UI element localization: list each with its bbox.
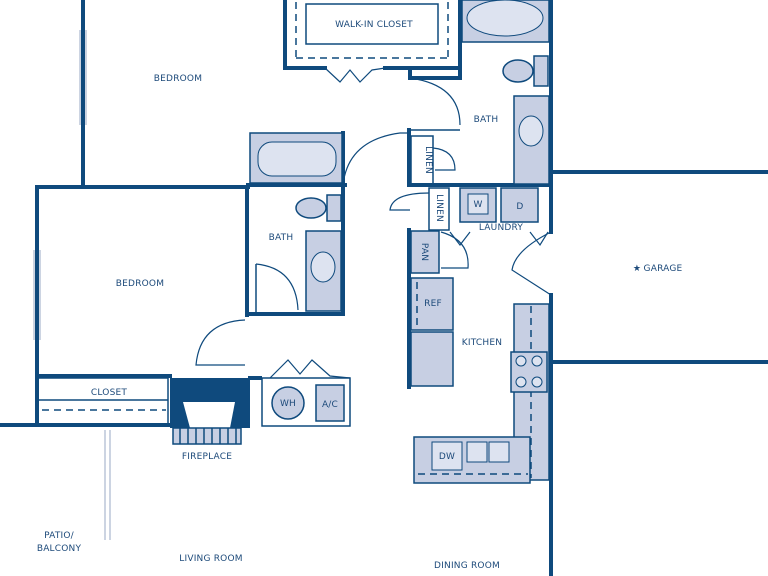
patio-label-line2: BALCONY [37,544,82,554]
fireplace-label: FIREPLACE [182,452,232,462]
ac-label: A/C [322,400,338,410]
middle-toilet-tank [326,194,342,222]
garage: ★ GARAGE [633,264,683,274]
top-bath-label: BATH [474,115,499,125]
water-heater-label: WH [280,399,296,409]
dryer-label: D [516,202,523,212]
toilet [502,59,534,83]
laundry: W D LAUNDRY [449,187,549,247]
pantry: PAN [410,230,469,274]
sink [518,115,544,147]
utility-closet: WH A/C [261,359,351,427]
kitchen-label: KITCHEN [462,338,502,348]
patio-label-line1: PATIO/ [44,531,75,541]
water-heater [271,386,305,420]
middle-bath: BATH [249,132,410,315]
sink-left [466,441,488,463]
walk-in-closet: WALK-IN CLOSET [295,2,449,83]
fireplace: FIREPLACE [170,378,250,462]
ac-unit [315,384,345,422]
sink-right [488,441,510,463]
toilet-tank [533,55,549,87]
bedroom-top-label: BEDROOM [154,74,202,84]
bedroom-door-swing [195,319,246,366]
linen-closets: LINEN LINEN [389,135,456,231]
washer-label: W [473,200,482,210]
windows [33,30,111,540]
pantry-cabinet [410,331,454,387]
middle-bath-label: BATH [269,233,294,243]
garage-star-icon: ★ [633,264,641,274]
kitchen: REF DW KITCHEN [410,231,552,484]
garage-label: GARAGE [644,264,683,274]
linen-1-label: LINEN [423,146,433,174]
dishwasher [431,441,463,471]
refrigerator-label: REF [424,299,442,309]
pantry-shelf [410,230,440,274]
tub-basin [257,141,337,177]
closet: CLOSET [37,377,169,425]
fireplace-opening [183,402,235,428]
refrigerator [410,277,454,331]
linen-2-label: LINEN [434,194,444,222]
dining-room-label: DINING ROOM [434,561,500,571]
hearth [172,427,242,445]
middle-toilet [295,197,327,219]
dryer [500,187,539,223]
top-bath: BATH [409,0,550,185]
dishwasher-label: DW [439,452,455,462]
bedroom-left-label: BEDROOM [116,279,164,289]
laundry-label: LAUNDRY [479,223,524,233]
middle-sink [310,251,336,283]
walk-in-closet-label: WALK-IN CLOSET [335,20,413,30]
closet-label: CLOSET [91,388,127,398]
living-room-label: LIVING ROOM [179,554,242,564]
pantry-label: PAN [419,243,429,261]
